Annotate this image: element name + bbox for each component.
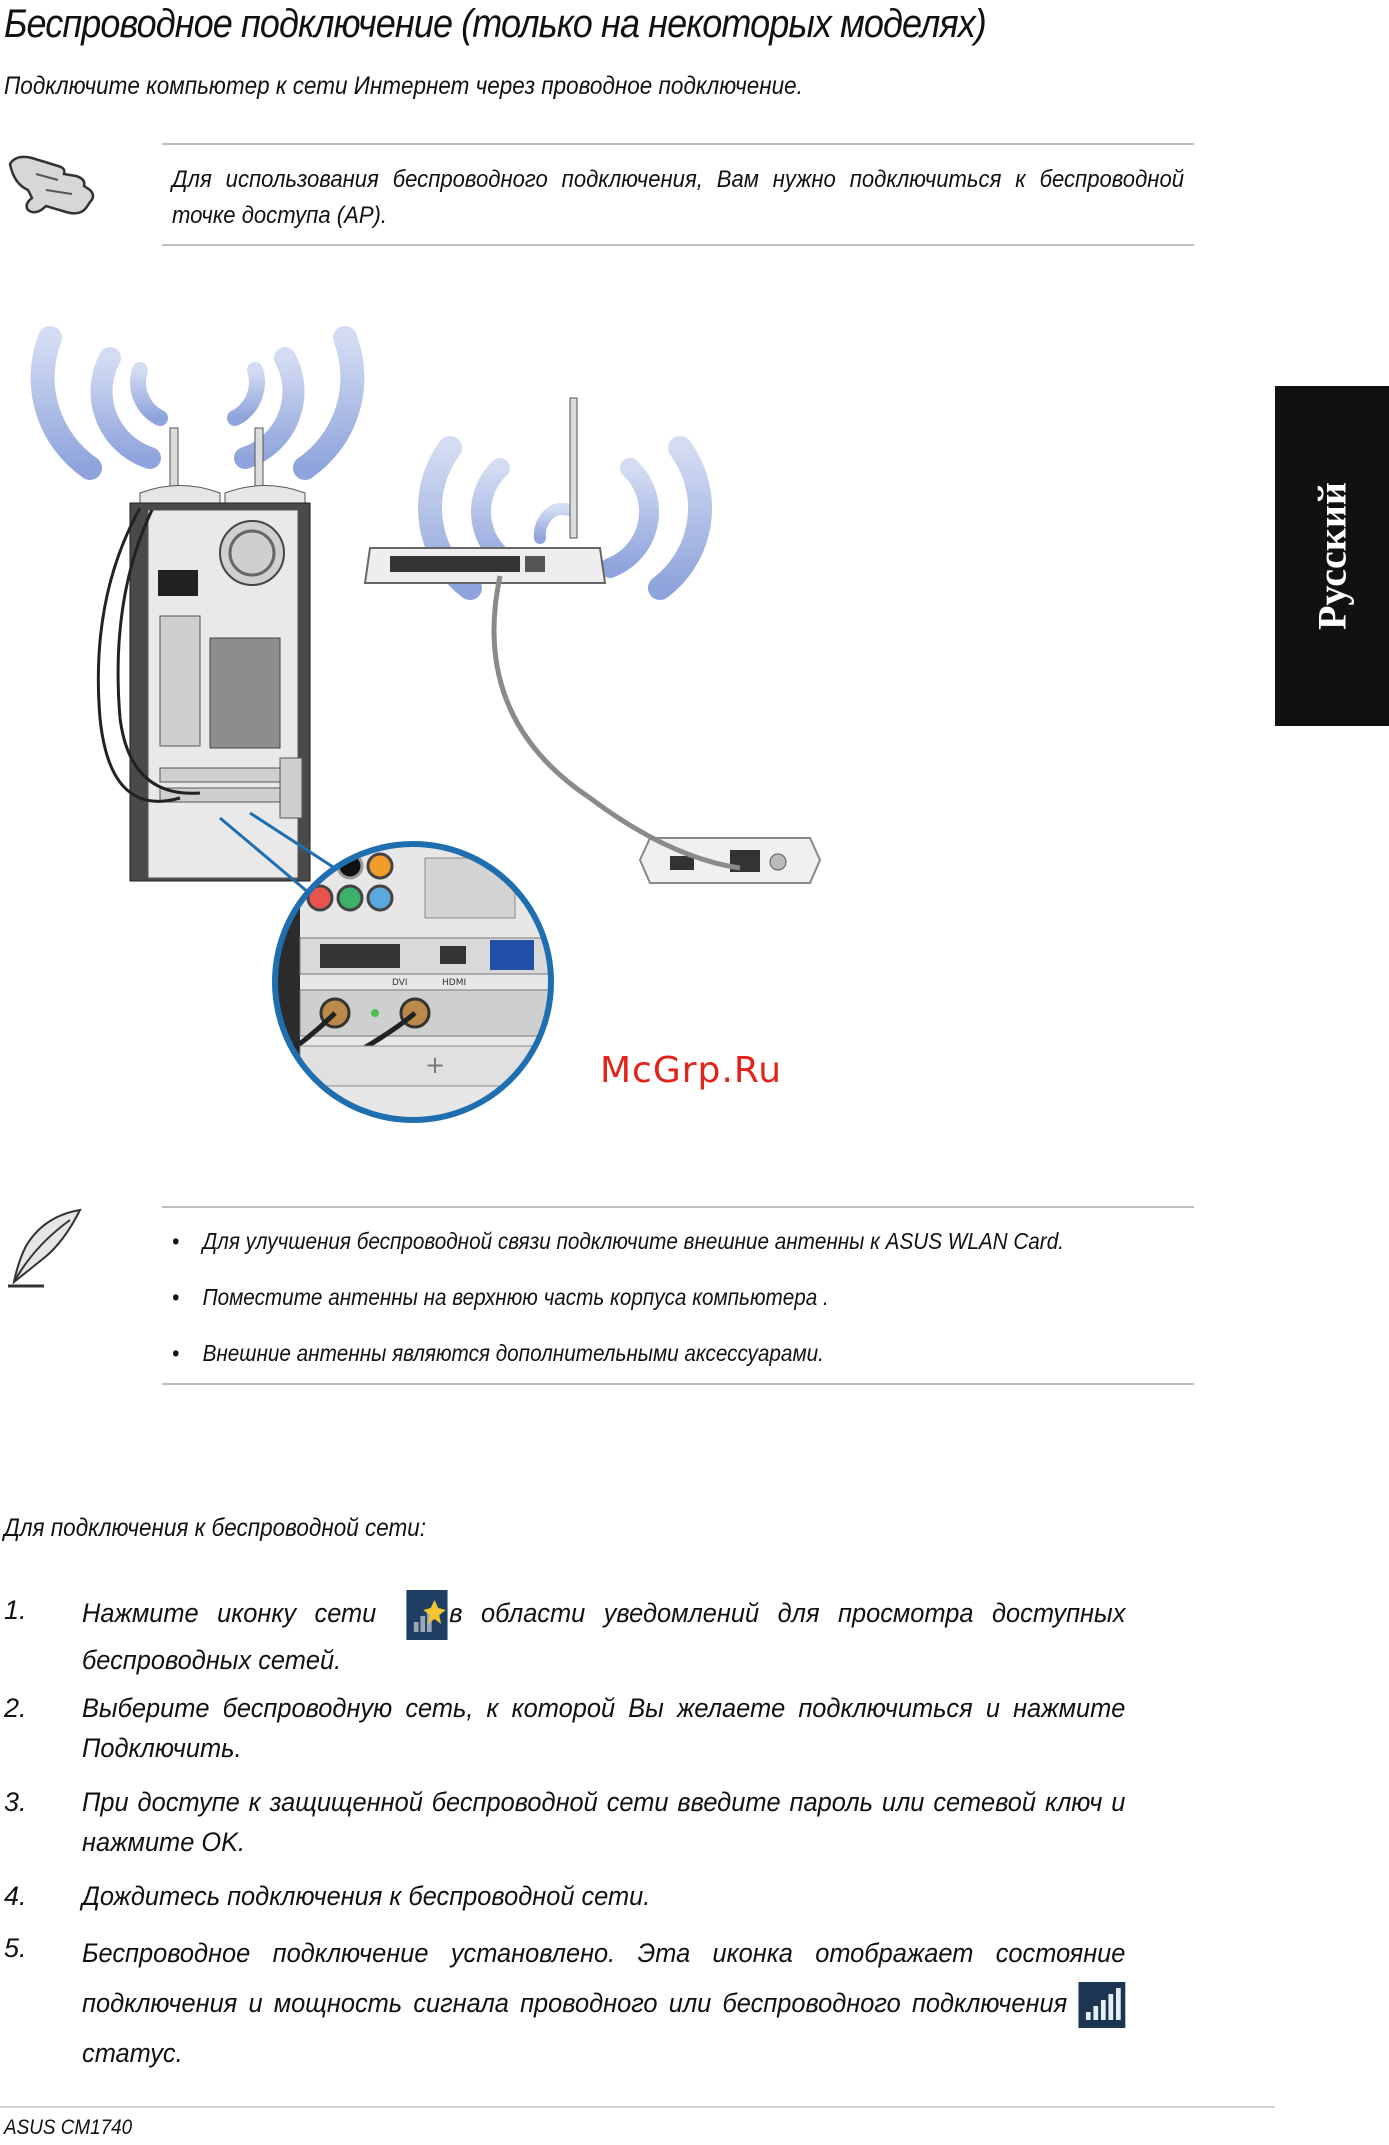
tip-item: • Для улучшения беспроводной связи подкл… — [172, 1228, 1162, 1260]
page-subtitle: Подключите компьютер к сети Интернет чер… — [4, 72, 803, 100]
hdmi-port-label: HDMI — [442, 978, 466, 988]
pc-tower — [129, 502, 311, 882]
step-item: 1. Нажмите иконку сети в области уведомл… — [0, 1590, 1200, 1675]
step-text: статус. — [82, 2038, 183, 2068]
bullet-dot: • — [172, 1228, 180, 1254]
step-number: 1. — [4, 1595, 27, 1625]
step-number: 5. — [4, 1933, 27, 1963]
tip-item: • Поместите антенны на верхнюю часть кор… — [172, 1284, 1162, 1316]
note-top-rule — [162, 143, 1194, 145]
bullet-dot: • — [172, 1340, 180, 1366]
antenna-right-wifi-icon — [227, 326, 365, 480]
dvi-port-label: DVI — [392, 978, 408, 988]
language-tab: Русский — [1275, 386, 1389, 726]
footer-rule — [0, 2106, 1275, 2108]
pc-antennas — [139, 427, 306, 539]
instructions-heading: Для подключения к беспроводной сети: — [4, 1514, 427, 1542]
note-bottom-rule — [162, 244, 1194, 246]
step-item: 5. Беспроводное подключение установлено.… — [0, 1928, 1200, 2068]
step-text: Выберите беспроводную сеть, к которой Вы… — [82, 1693, 1126, 1763]
step-text: в области уведомлений для просмотра дост… — [82, 1598, 1126, 1675]
bullet-dot: • — [172, 1284, 180, 1310]
step-number: 2. — [4, 1693, 27, 1723]
tip-text: Внешние антенны являются дополнительными… — [202, 1340, 824, 1366]
step-text: Беспроводное подключение установлено. Эт… — [82, 1938, 1126, 2018]
step-text: Дождитесь подключения к беспроводной сет… — [82, 1881, 651, 1911]
note-text: Для использования беспроводного подключе… — [172, 166, 1184, 229]
network-tray-icon — [406, 1590, 448, 1640]
step-number: 3. — [4, 1787, 27, 1817]
antenna-left-wifi-icon — [30, 326, 168, 480]
page-title: Беспроводное подключение (только на неко… — [4, 2, 987, 46]
tip-text: Для улучшения беспроводной связи подключ… — [202, 1228, 1064, 1254]
step-text: При доступе к защищенной беспроводной се… — [82, 1787, 1126, 1857]
modem — [638, 837, 822, 884]
wireless-router — [363, 397, 607, 584]
watermark: McGrp.Ru — [600, 1050, 783, 1091]
tips-bottom-rule — [162, 1383, 1194, 1385]
step-item: 3. При доступе к защищенной беспроводной… — [0, 1782, 1200, 1866]
step-item: 4. Дождитесь подключения к беспроводной … — [0, 1876, 1200, 1920]
signal-strength-icon — [1078, 1981, 1126, 2028]
step-item: 2. Выберите беспроводную сеть, к которой… — [0, 1688, 1200, 1772]
svg-text:+: + — [425, 1051, 445, 1079]
step-text: Нажмите иконку сети — [82, 1598, 377, 1629]
tip-text: Поместите антенны на верхнюю часть корпу… — [202, 1284, 829, 1310]
footer-model: ASUS CM1740 — [4, 2116, 133, 2139]
feather-pen-icon — [4, 1206, 84, 1288]
tips-top-rule — [162, 1206, 1194, 1208]
pointing-hand-icon — [6, 146, 101, 221]
language-tab-label: Русский — [1309, 482, 1355, 630]
wireless-connection-diagram: DVI HDMI + — [30, 298, 830, 1148]
step-number: 4. — [4, 1881, 27, 1911]
tip-item: • Внешние антенны являются дополнительны… — [172, 1340, 1162, 1372]
